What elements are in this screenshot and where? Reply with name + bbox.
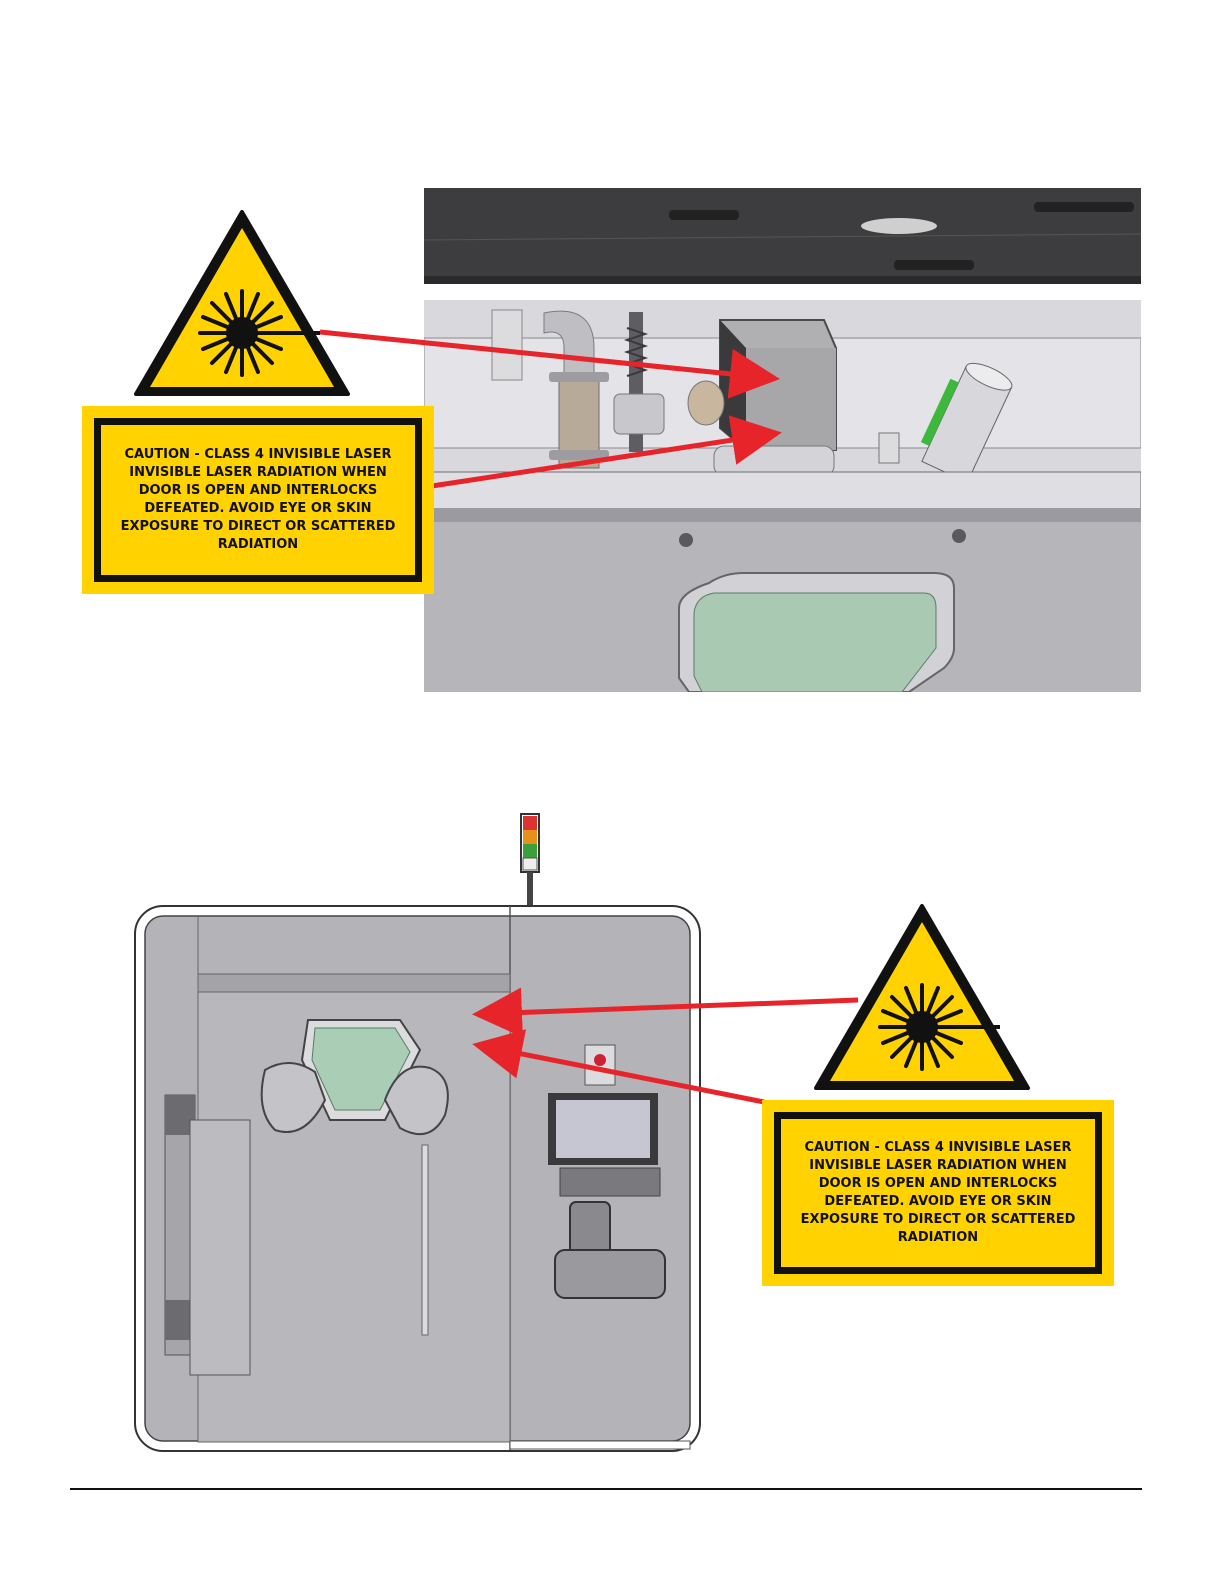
caution-label: CAUTION - CLASS 4 INVISIBLE LASER INVISI… — [762, 1100, 1114, 1286]
laser-warning-icon — [814, 904, 1030, 1090]
arrow-icon — [319, 329, 780, 399]
caution-text: CAUTION - CLASS 4 INVISIBLE LASER INVISI… — [120, 447, 396, 552]
laser-warning-icon — [134, 210, 350, 396]
front-view-section: CAUTION - CLASS 4 INVISIBLE LASER INVISI… — [0, 780, 1224, 1480]
caution-label: CAUTION - CLASS 4 INVISIBLE LASER INVISI… — [82, 406, 434, 594]
footer-divider — [70, 1488, 1142, 1490]
bottom-arrows — [472, 987, 859, 1105]
top-arrows — [319, 329, 782, 489]
detail-view-section: CAUTION - CLASS 4 INVISIBLE LASER INVISI… — [0, 0, 1224, 720]
caution-text: CAUTION - CLASS 4 INVISIBLE LASER INVISI… — [800, 1140, 1076, 1245]
machine-front-view-image — [134, 813, 701, 1452]
arrow-icon — [472, 1029, 765, 1105]
arrow-icon — [472, 987, 859, 1038]
arrow-icon — [431, 415, 782, 489]
laser-head-detail-image — [424, 188, 1141, 692]
